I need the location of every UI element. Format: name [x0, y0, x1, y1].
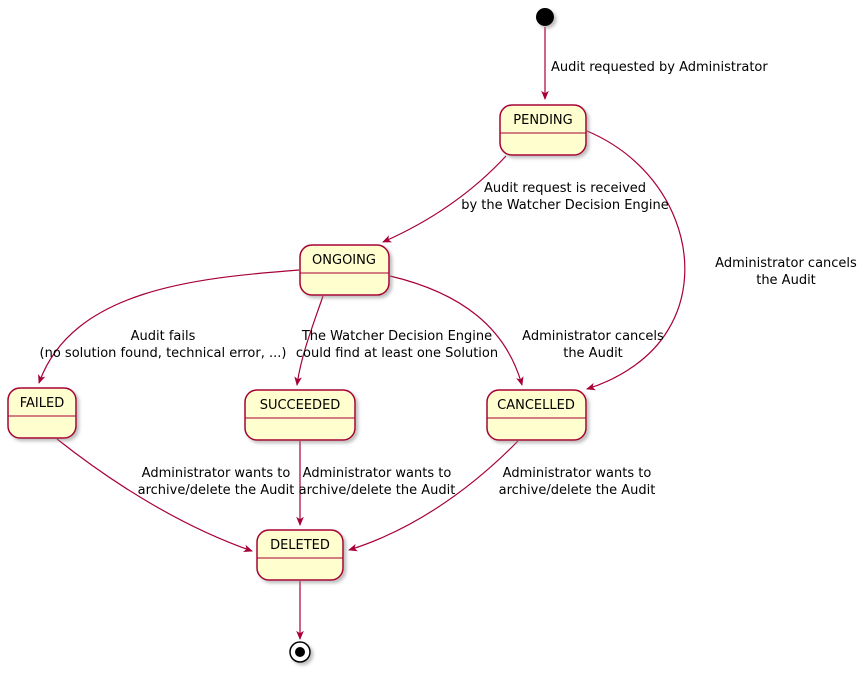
svg-text:Audit requested by Administrat: Audit requested by Administrator [551, 60, 768, 75]
state-ongoing: ONGOING [299, 244, 390, 296]
state-deleted-label: DELETED [270, 538, 330, 553]
transition-pending-ongoing [382, 155, 507, 243]
svg-text:archive/delete the Audit: archive/delete the Audit [299, 483, 456, 498]
svg-text:Administrator wants to: Administrator wants to [503, 466, 652, 481]
transition-pending-cancelled [586, 130, 686, 391]
state-succeeded: SUCCEEDED [244, 389, 356, 441]
transition-label-pending-cancelled: Administrator cancels the Audit [715, 256, 857, 288]
state-cancelled-label: CANCELLED [497, 398, 575, 413]
transition-cancelled-deleted [348, 440, 519, 552]
svg-text:by the Watcher Decision Engine: by the Watcher Decision Engine [461, 198, 669, 213]
initial-state [536, 8, 554, 26]
transition-label-cancelled-deleted: Administrator wants to archive/delete th… [499, 466, 656, 498]
state-cancelled: CANCELLED [486, 389, 587, 441]
svg-text:Administrator wants to: Administrator wants to [303, 466, 452, 481]
svg-text:could find at least one Soluti: could find at least one Solution [296, 346, 498, 361]
transition-label-failed-deleted: Administrator wants to archive/delete th… [138, 466, 295, 498]
svg-text:Administrator cancels: Administrator cancels [522, 329, 664, 344]
svg-text:The Watcher Decision Engine: The Watcher Decision Engine [301, 329, 492, 344]
state-succeeded-label: SUCCEEDED [260, 398, 341, 413]
transition-label-ongoing-succeeded: The Watcher Decision Engine could find a… [296, 329, 498, 361]
transition-ongoing-succeeded [294, 295, 324, 386]
state-deleted: DELETED [256, 529, 344, 581]
svg-text:archive/delete the Audit: archive/delete the Audit [138, 483, 295, 498]
transition-label-start-pending: Audit requested by Administrator [551, 60, 768, 75]
transition-ongoing-cancelled [389, 275, 524, 386]
svg-text:(no solution found, technical: (no solution found, technical error, ...… [40, 346, 287, 361]
transition-failed-deleted [56, 438, 253, 552]
state-failed-label: FAILED [20, 396, 64, 411]
svg-text:Administrator wants to: Administrator wants to [142, 466, 291, 481]
svg-text:the Audit: the Audit [756, 273, 816, 288]
svg-text:archive/delete the Audit: archive/delete the Audit [499, 483, 656, 498]
state-pending-label: PENDING [513, 113, 572, 128]
svg-text:Audit fails: Audit fails [131, 329, 196, 344]
transition-ongoing-failed [38, 269, 300, 384]
final-state [289, 641, 311, 663]
transition-label-pending-ongoing: Audit request is received by the Watcher… [461, 181, 669, 213]
transition-label-ongoing-cancelled: Administrator cancels the Audit [522, 329, 664, 361]
svg-text:Audit request is received: Audit request is received [484, 181, 646, 196]
state-pending: PENDING [499, 104, 587, 156]
transition-label-succeeded-deleted: Administrator wants to archive/delete th… [299, 466, 456, 498]
state-ongoing-label: ONGOING [312, 253, 376, 268]
svg-text:the Audit: the Audit [563, 346, 623, 361]
state-failed: FAILED [7, 387, 77, 439]
transition-label-ongoing-failed: Audit fails (no solution found, technica… [40, 329, 287, 361]
svg-text:Administrator cancels: Administrator cancels [715, 256, 857, 271]
